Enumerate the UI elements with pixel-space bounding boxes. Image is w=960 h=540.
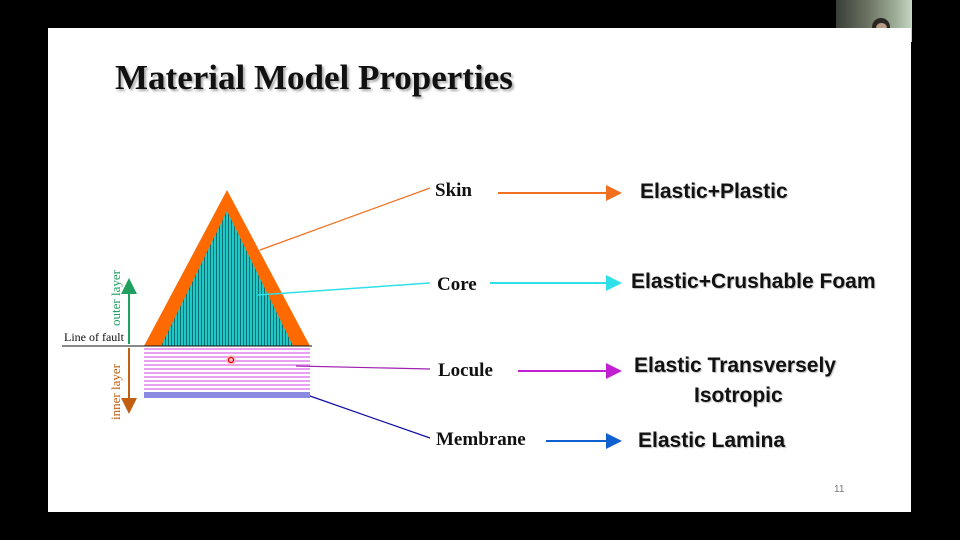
skin-pointer-line xyxy=(259,187,431,251)
skin-label: Skin xyxy=(435,180,472,201)
core-property: Elastic+Crushable Foam xyxy=(631,270,876,293)
page-number: 11 xyxy=(834,484,845,495)
locule-property-line2: Isotropic xyxy=(694,384,783,407)
locule-label: Locule xyxy=(438,360,493,381)
inner-layer-label: inner layer xyxy=(108,364,123,420)
core-pointer-line xyxy=(257,282,431,296)
membrane-property: Elastic Lamina xyxy=(638,429,786,452)
locule-layer xyxy=(144,346,310,396)
membrane-layer xyxy=(144,392,310,398)
diagram xyxy=(62,185,622,449)
core-layer xyxy=(161,211,293,346)
membrane-label: Membrane xyxy=(436,429,526,450)
outer-layer-label: outer layer xyxy=(108,270,123,326)
locule-pointer-line xyxy=(295,365,431,370)
presentation-slide: Material Model Properties Line of fault … xyxy=(48,28,911,512)
line-of-fault-label: Line of fault xyxy=(64,330,124,344)
slide-title: Material Model Properties xyxy=(115,58,513,97)
membrane-pointer-line xyxy=(309,395,431,439)
locule-property-line1: Elastic Transversely xyxy=(634,354,836,377)
cursor-pointer xyxy=(226,355,236,365)
core-label: Core xyxy=(437,274,477,295)
skin-property: Elastic+Plastic xyxy=(640,180,788,203)
